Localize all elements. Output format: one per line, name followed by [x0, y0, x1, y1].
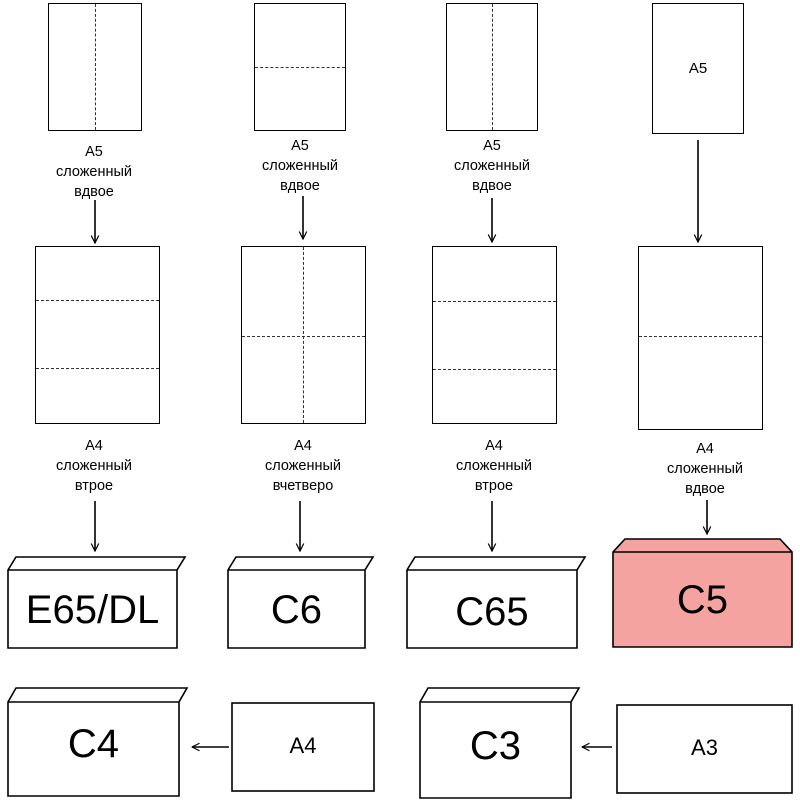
paper-label-a4: A4	[289, 733, 317, 758]
fold-line	[95, 4, 96, 130]
a4-sheet-tri-fold	[35, 246, 160, 424]
a4-sheet-tri-fold	[432, 246, 557, 424]
top-sheet-a5: A5	[652, 3, 744, 134]
sheet-label: A5	[688, 60, 708, 77]
paper-a4	[231, 702, 375, 792]
fold-line	[492, 4, 493, 130]
envelope-label-c3: C3	[469, 724, 522, 768]
fold-line	[242, 336, 365, 337]
top-sheet-a5-vertical-fold	[48, 3, 142, 131]
envelope-e65-dl	[7, 556, 187, 649]
caption-a5-folded-in-half: A5 сложенный вдвое	[261, 138, 339, 194]
fold-line	[36, 368, 159, 369]
envelope-label-c5: C5	[676, 578, 729, 622]
envelope-label-c6: C6	[270, 588, 323, 632]
fold-line	[639, 336, 762, 337]
caption-a5-folded-in-half: A5 сложенный вдвое	[55, 144, 133, 200]
fold-line	[255, 67, 345, 68]
caption-a5-folded-in-half: A5 сложенный вдвое	[453, 138, 531, 194]
paper-label-a3: A3	[691, 735, 718, 760]
paper-a3	[616, 704, 793, 794]
envelope-c65	[406, 556, 587, 649]
envelope-label-e65-dl: E65/DL	[25, 588, 160, 632]
envelope-c3	[419, 687, 581, 799]
envelope-c5	[612, 538, 793, 648]
a4-sheet-half-fold	[638, 246, 763, 430]
envelope-label-c65: C65	[455, 590, 529, 634]
caption-a4-folded-in-three: A4 сложенный втрое	[455, 438, 533, 494]
top-sheet-a5-vertical-fold	[446, 3, 538, 131]
envelope-label-c4: C4	[67, 722, 120, 766]
caption-a4-folded-in-three: A4 сложенный втрое	[55, 438, 133, 494]
top-sheet-a5-horizontal-fold	[254, 3, 346, 131]
caption-a4-folded-in-four: A4 сложенный вчетверо	[264, 438, 342, 494]
fold-line	[303, 247, 304, 423]
fold-line	[433, 369, 556, 370]
fold-line	[433, 301, 556, 302]
envelope-c6	[227, 556, 375, 649]
caption-a4-folded-in-half: A4 сложенный вдвое	[666, 441, 744, 497]
envelope-c4	[7, 687, 189, 797]
fold-line	[36, 300, 159, 301]
a4-sheet-quarter-fold	[241, 246, 366, 424]
